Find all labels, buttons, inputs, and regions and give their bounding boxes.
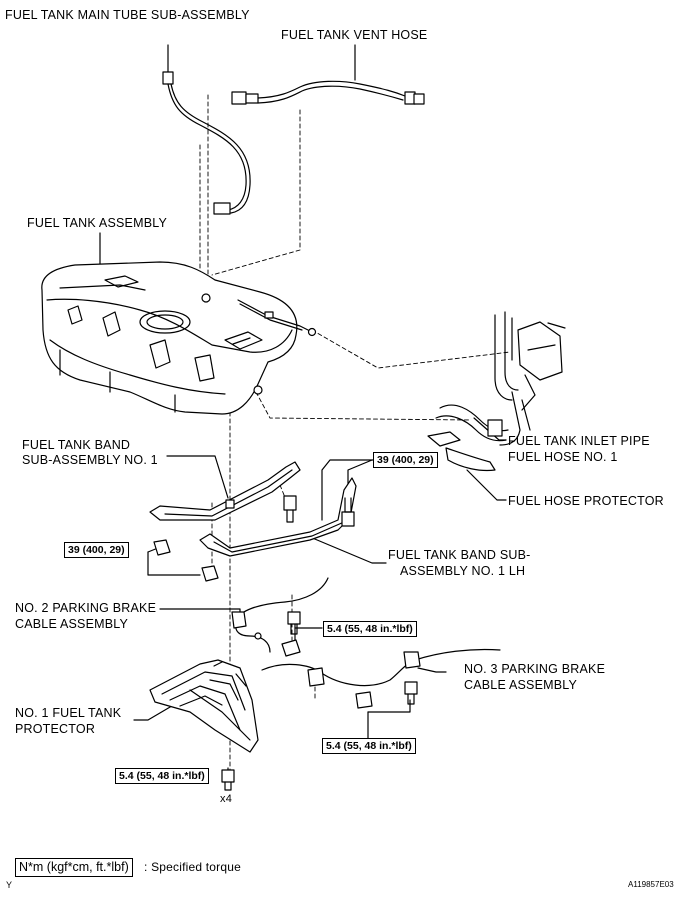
label-protector-line1: NO. 1 FUEL TANK [15,706,122,720]
label-band-no1-line2: SUB-ASSEMBLY NO. 1 [22,453,158,467]
torque-spec-pb3: 5.4 (55, 48 in.*lbf) [322,738,416,754]
label-inlet-pipe-line2: FUEL HOSE NO. 1 [508,450,618,464]
protector-illustration [149,659,259,753]
label-pb3-line1: NO. 3 PARKING BRAKE [464,662,606,676]
label-vent-hose: FUEL TANK VENT HOSE [281,28,428,42]
main-tube-illustration [162,71,251,215]
label-tank-assembly: FUEL TANK ASSEMBLY [27,216,167,230]
label-pb2-line1: NO. 2 PARKING BRAKE [15,601,157,615]
torque-spec-band-left: 39 (400, 29) [64,542,129,558]
parking-brake-cable-2-illustration [231,577,329,653]
corner-mark: Y [6,880,13,890]
torque-spec-pb2: 5.4 (55, 48 in.*lbf) [323,621,417,637]
label-pb3-line2: CABLE ASSEMBLY [464,678,578,692]
label-band-lh-line1: FUEL TANK BAND SUB- [388,548,531,562]
quantity-label: x4 [220,793,233,805]
label-inlet-pipe-line1: FUEL TANK INLET PIPE [508,434,650,448]
legend-unit-box: N*m (kgf*cm, ft.*lbf) [15,858,133,877]
label-pb2-line2: CABLE ASSEMBLY [15,617,129,631]
legend-text: : Specified torque [144,860,241,874]
label-band-lh-line2: ASSEMBLY NO. 1 LH [400,564,526,578]
parking-brake-cable-3-illustration [261,648,501,687]
bolts [153,495,418,791]
leader-lines [99,44,507,777]
torque-spec-protector: 5.4 (55, 48 in.*lbf) [115,768,209,784]
torque-spec-band-right: 39 (400, 29) [373,452,438,468]
inlet-pipe-illustration [427,311,566,472]
fuel-tank-illustration [41,261,317,415]
label-hose-protector: FUEL HOSE PROTECTOR [508,494,664,508]
band-lh-illustration [199,477,357,557]
label-main-tube: FUEL TANK MAIN TUBE SUB-ASSEMBLY [5,8,250,22]
vent-hose-illustration [231,80,425,105]
label-band-no1-line1: FUEL TANK BAND [22,438,131,452]
label-protector-line2: PROTECTOR [15,722,96,736]
band-no1-illustration [149,461,301,521]
figure-id: A119857E03 [628,880,674,889]
